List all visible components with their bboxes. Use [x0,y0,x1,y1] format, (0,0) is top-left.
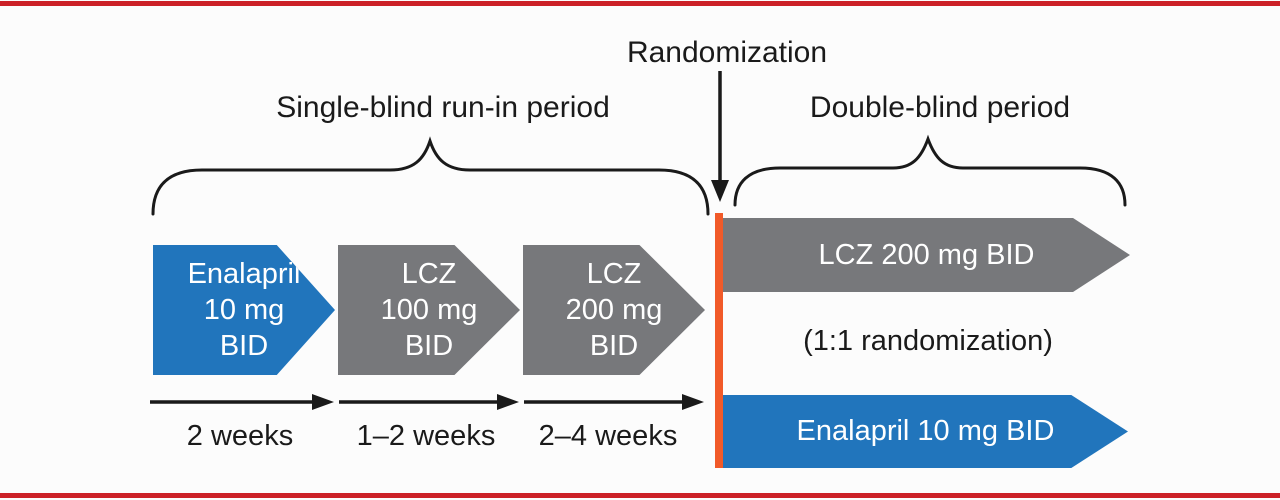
run-in-arrow-lcz100-line2: 100 mg [380,294,478,326]
timeline-arrow-1 [150,394,334,410]
randomization-arrow [711,71,729,202]
randomization-ratio-note: (1:1 randomization) [803,325,1053,357]
run-in-arrow-enalapril-line3: BID [219,330,269,362]
top-border-line [0,1,1280,6]
run-in-arrow-lcz100: LCZ 100 mg BID [338,245,520,375]
run-in-arrow-lcz200: LCZ 200 mg BID [523,245,705,375]
timeline-arrow-3 [524,394,704,410]
timeline-arrow-2 [339,394,519,410]
duration-label-2: 1–2 weeks [356,420,496,452]
double-blind-period-label: Double-blind period [809,91,1071,124]
randomization-divider [715,213,723,468]
run-in-period-label: Single-blind run-in period [276,91,610,124]
randomization-label: Randomization [626,36,828,69]
run-in-arrow-lcz200-line2: 200 mg [565,294,663,326]
run-in-arrow-enalapril: Enalapril 10 mg BID [153,245,335,375]
run-in-arrow-enalapril-line2: 10 mg [203,294,285,326]
run-in-arrow-lcz100-line1: LCZ [401,258,457,290]
bottom-border-line [0,493,1280,498]
run-in-brace [151,136,710,216]
double-blind-brace [733,134,1127,207]
double-blind-arm-enalapril: Enalapril 10 mg BID [723,395,1128,468]
run-in-arrow-lcz200-line1: LCZ [586,258,642,290]
duration-label-3: 2–4 weeks [538,420,678,452]
double-blind-arm-lcz: LCZ 200 mg BID [723,218,1130,292]
run-in-arrow-enalapril-line1: Enalapril [187,258,301,290]
duration-label-1: 2 weeks [186,420,294,452]
double-blind-arm-enalapril-label: Enalapril 10 mg BID [796,415,1055,447]
run-in-arrow-lcz200-line3: BID [589,330,639,362]
double-blind-arm-lcz-label: LCZ 200 mg BID [818,238,1035,271]
run-in-arrow-lcz100-line3: BID [404,330,454,362]
